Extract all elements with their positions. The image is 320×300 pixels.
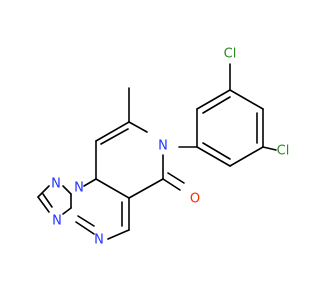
bond [95, 121, 130, 142]
bond-layer [37, 63, 277, 240]
bond [196, 89, 231, 110]
atom-label-n-triazole-top: N [51, 177, 61, 192]
atom-label-o-carbonyl: O [190, 192, 200, 207]
bond [262, 146, 277, 151]
bond [229, 89, 264, 110]
bond [107, 229, 130, 240]
bond [100, 128, 129, 145]
atom-label-n-amide: N [158, 139, 168, 154]
bond [75, 221, 95, 235]
bond [37, 185, 50, 198]
bond [83, 178, 97, 187]
bond [229, 146, 264, 167]
bond [202, 96, 231, 114]
bond [128, 178, 164, 199]
bond [95, 178, 130, 199]
bond [196, 146, 231, 167]
bond [62, 185, 72, 195]
atom-label-n-pyrimidine: N [94, 233, 104, 248]
bond [62, 207, 72, 215]
bond [167, 172, 185, 184]
bond [128, 121, 148, 133]
structure-canvas: Cl Cl N O N N N N [37, 47, 289, 248]
atom-label-n-triazole-bottom: N [52, 214, 62, 229]
bond [202, 142, 231, 160]
atom-label-layer: Cl Cl N O N N N N [51, 47, 289, 248]
bond [77, 215, 95, 227]
atom-label-cl1: Cl [224, 47, 237, 62]
bond [37, 196, 50, 213]
bond [162, 178, 181, 191]
atom-label-n-bridge: N [74, 181, 84, 196]
bond [42, 193, 53, 208]
molecule-structure: Cl Cl N O N N N N [37, 47, 289, 248]
atom-label-cl2: Cl [277, 144, 290, 159]
